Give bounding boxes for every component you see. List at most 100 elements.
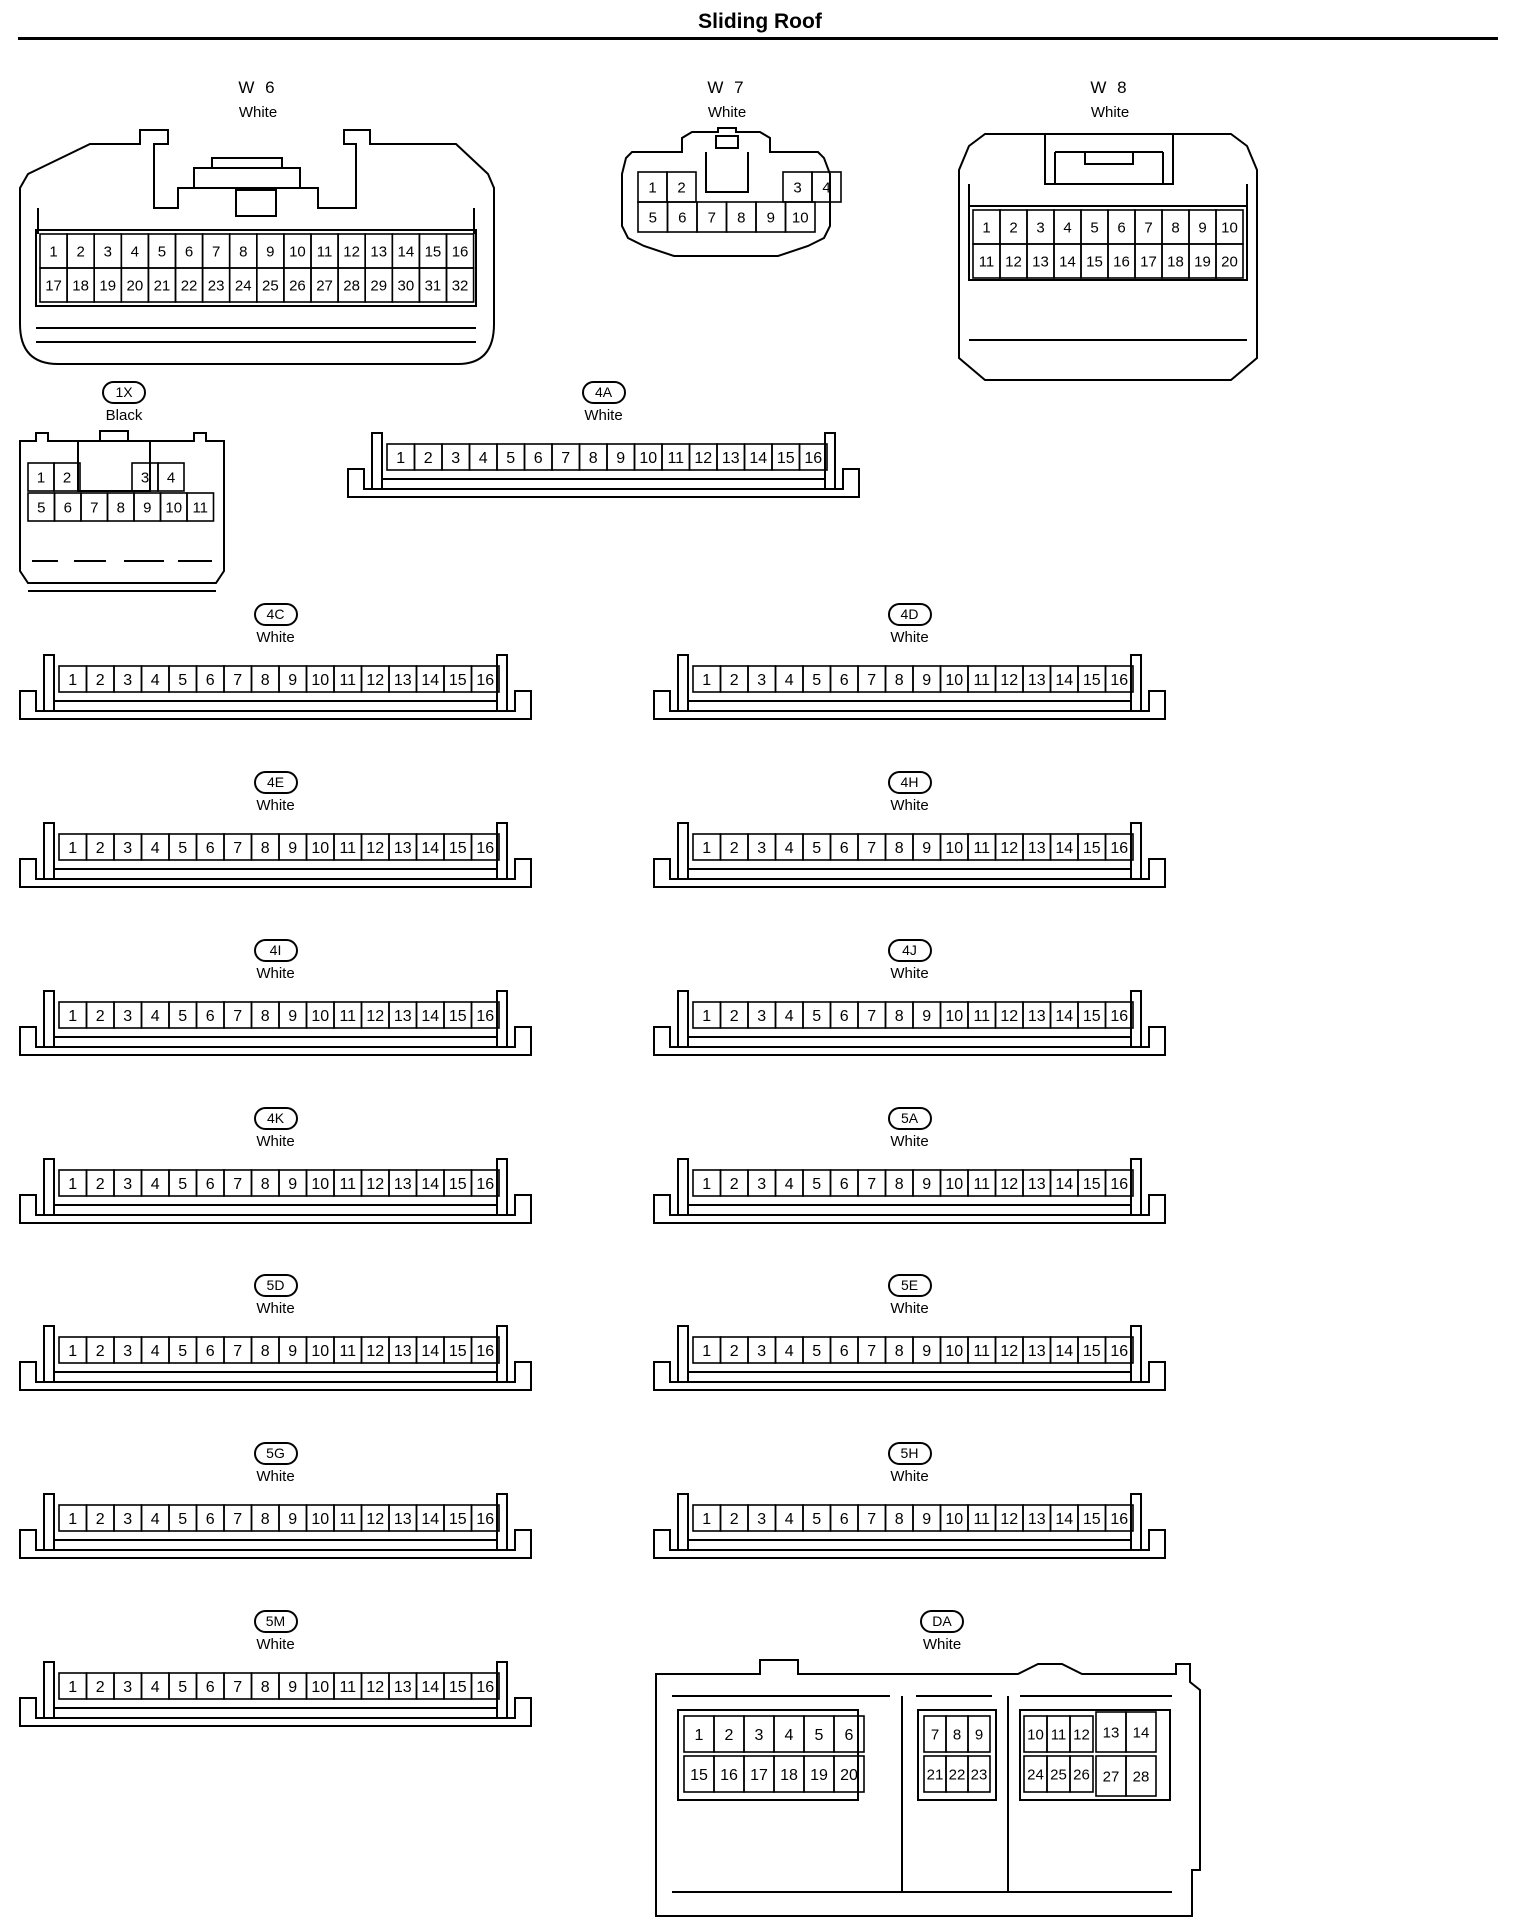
pin-number: 9	[922, 1343, 931, 1360]
pin-number: 14	[421, 1679, 439, 1696]
pin-number: 15	[449, 1176, 467, 1193]
connector-color: White	[707, 104, 747, 121]
pin-number: 15	[1086, 253, 1103, 270]
pin-number: 16	[476, 1176, 494, 1193]
pin-number: 10	[945, 1008, 963, 1025]
housing-post-left	[677, 822, 689, 880]
pin-number: 2	[96, 1176, 105, 1193]
pin-number: 20	[840, 1767, 858, 1784]
pin-number: 15	[449, 1008, 467, 1025]
pin-number: 2	[424, 450, 433, 467]
connector-code: 4E	[253, 771, 298, 794]
pin-number: 24	[1027, 1766, 1044, 1783]
pin-number: 4	[151, 1511, 160, 1528]
pin-number: 8	[261, 1343, 270, 1360]
pin-number: 7	[233, 1343, 242, 1360]
pin-number: 3	[451, 450, 460, 467]
pin-number: 10	[311, 1008, 329, 1025]
pin-cell	[470, 665, 500, 693]
housing-post-left	[677, 990, 689, 1048]
pin-number: 11	[973, 1343, 990, 1360]
pin-number: 6	[845, 1727, 854, 1744]
pin-number: 16	[804, 450, 822, 467]
pin-number: 10	[311, 1679, 329, 1696]
connector-color: White	[890, 1133, 929, 1150]
pin-number: 23	[208, 277, 225, 294]
connector-code-badge: 5H	[652, 1442, 1167, 1465]
pin-number: 8	[895, 1008, 904, 1025]
pin-number: 29	[370, 277, 387, 294]
pin-number: 21	[927, 1766, 944, 1783]
pin-number: 15	[449, 672, 467, 689]
connector-code: 5A	[887, 1107, 932, 1130]
connector-code: 5H	[887, 1442, 932, 1465]
pin-number: 16	[1110, 1343, 1128, 1360]
connector-code-badge: 4I	[18, 939, 533, 962]
connector-code: W 7	[707, 78, 747, 97]
housing-latch	[1044, 134, 1174, 185]
housing-post-left	[677, 1158, 689, 1216]
pin-number: 28	[343, 277, 360, 294]
pin-number: 2	[96, 840, 105, 857]
housing-base	[653, 690, 1166, 720]
connector-code: W 6	[238, 78, 278, 97]
pin-number: 32	[452, 277, 469, 294]
pin-number: 4	[151, 672, 160, 689]
housing-latch	[193, 157, 301, 188]
pin-number: 16	[476, 1008, 494, 1025]
pin-number: 2	[730, 1343, 739, 1360]
pin-number: 7	[931, 1726, 939, 1743]
pin-cell	[470, 1672, 500, 1700]
housing-post-right	[1130, 654, 1142, 712]
housing-key	[705, 152, 749, 193]
housing-post-left	[677, 1325, 689, 1383]
connector-color: White	[890, 965, 929, 982]
pin-number: 12	[366, 1008, 384, 1025]
pin-number: 6	[206, 1679, 215, 1696]
pin-number: 8	[895, 1176, 904, 1193]
pin-number: 10	[311, 1343, 329, 1360]
pin-number: 10	[1221, 219, 1238, 236]
connector-color: White	[922, 1636, 962, 1653]
housing-base	[19, 1361, 532, 1391]
pin-number: 1	[68, 1008, 77, 1025]
housing-latch	[715, 135, 739, 149]
pin-number: 5	[178, 672, 187, 689]
pin-number: 8	[261, 1008, 270, 1025]
pin-number: 14	[421, 1008, 439, 1025]
pin-number: 8	[117, 499, 125, 516]
pin-number: 11	[339, 1176, 356, 1193]
connector-color: White	[256, 965, 295, 982]
pin-number: 16	[476, 1343, 494, 1360]
connector-color: Black	[105, 407, 143, 424]
pin-number: 9	[288, 1343, 297, 1360]
pin-number: 11	[339, 672, 356, 689]
pin-cell	[784, 201, 816, 233]
connector-code: 1X	[102, 381, 146, 404]
pin-number: 15	[449, 1511, 467, 1528]
pin-number: 15	[1083, 1176, 1101, 1193]
pin-number: 18	[72, 277, 89, 294]
pin-number: 3	[757, 1008, 766, 1025]
pin-number: 3	[123, 840, 132, 857]
pin-number: 16	[1110, 1176, 1128, 1193]
pin-number: 11	[973, 1008, 990, 1025]
pin-number: 6	[206, 1511, 215, 1528]
connector-color: White	[256, 1636, 295, 1653]
connector-code: 4I	[253, 939, 298, 962]
pin-number: 9	[1198, 219, 1206, 236]
pin-number: 8	[239, 243, 247, 260]
pin-number: 15	[1083, 1343, 1101, 1360]
pin-frame-group-1	[677, 1709, 859, 1801]
pin-number: 9	[288, 672, 297, 689]
pin-number: 6	[840, 1511, 849, 1528]
pin-frame	[968, 205, 1248, 281]
pin-number: 7	[561, 450, 570, 467]
